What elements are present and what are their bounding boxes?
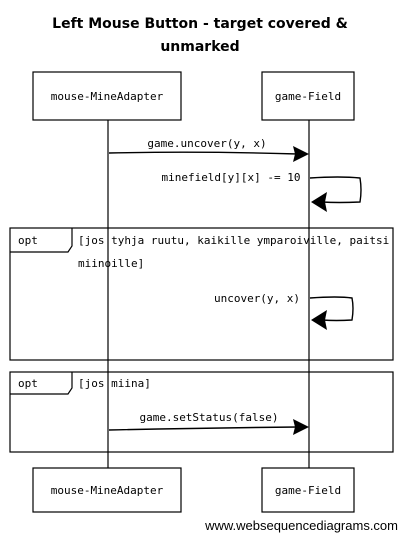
message-set-status: game.setStatus(false) (108, 411, 309, 435)
message-uncover: game.uncover(y, x) (108, 137, 309, 162)
fragment-opt-1: opt [jos tyhja ruutu, kaikille ymparoivi… (9, 227, 394, 361)
participant-left-top-label: mouse-MineAdapter (51, 90, 164, 103)
message-set-status-label: game.setStatus(false) (139, 411, 278, 424)
participant-right-top-label: game-Field (275, 90, 341, 103)
fragment-opt-1-guard-line1: [jos tyhja ruutu, kaikille ymparoiville,… (78, 234, 389, 247)
message-recursive-uncover: uncover(y, x) (214, 292, 354, 330)
participant-left-bottom-label: mouse-MineAdapter (51, 484, 164, 497)
message-minefield-label: minefield[y][x] -= 10 (161, 171, 300, 184)
participant-left-bottom: mouse-MineAdapter (32, 467, 182, 513)
fragment-opt-2: opt [jos miina] (9, 371, 394, 453)
message-recursive-uncover-label: uncover(y, x) (214, 292, 300, 305)
fragment-opt-1-guard-line2: miinoille] (78, 257, 144, 270)
diagram-title-line1: Left Mouse Button - target covered & (52, 16, 348, 32)
participant-right-bottom: game-Field (261, 467, 355, 513)
fragment-opt-1-keyword: opt (18, 234, 38, 247)
fragment-opt-2-keyword: opt (18, 377, 38, 390)
watermark-link[interactable]: www.websequencediagrams.com (204, 518, 398, 533)
participant-right-top: game-Field (261, 71, 355, 121)
message-minefield: minefield[y][x] -= 10 (161, 171, 362, 212)
message-uncover-label: game.uncover(y, x) (147, 137, 266, 150)
participant-right-bottom-label: game-Field (275, 484, 341, 497)
fragment-opt-2-guard: [jos miina] (78, 377, 151, 390)
diagram-title-line2: unmarked (160, 39, 239, 55)
participant-left-top: mouse-MineAdapter (32, 71, 182, 121)
